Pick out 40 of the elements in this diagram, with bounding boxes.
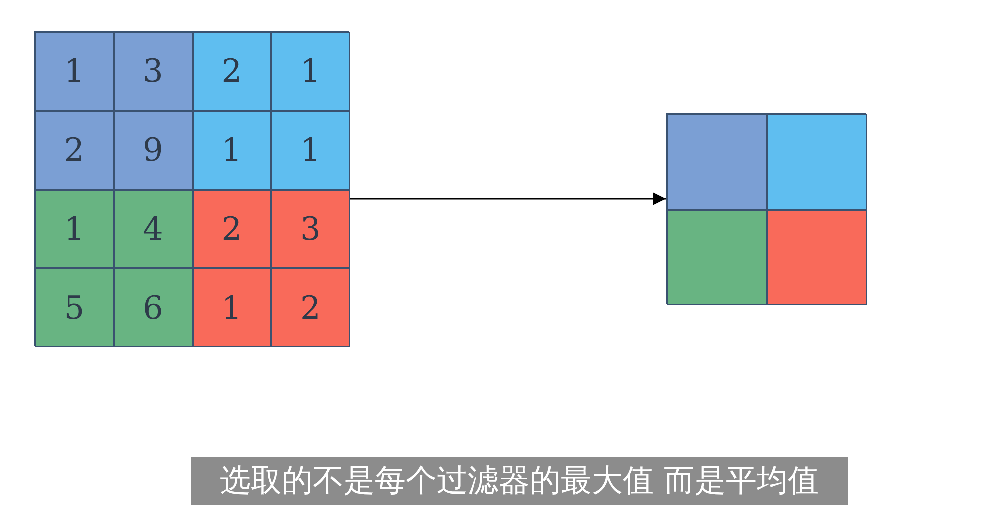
cell-number: 3 [300, 210, 321, 248]
grid-cell [271, 190, 350, 268]
grid-cell [271, 110, 350, 190]
cell-number: 5 [64, 288, 85, 327]
grid-cell [35, 268, 114, 347]
grid-cell [192, 190, 272, 268]
grid-cell [35, 110, 114, 190]
cell-number: 1 [64, 52, 85, 90]
grid-cell [271, 268, 350, 347]
cell-number: 3 [142, 52, 164, 90]
grid-cell [114, 110, 192, 190]
cell-number: 6 [142, 288, 164, 327]
grid-cell [767, 114, 867, 210]
cell-number: 2 [222, 52, 242, 90]
cell-number: 2 [64, 131, 85, 170]
grid-cell [192, 110, 272, 190]
grid-cell [35, 32, 114, 111]
input-grid [34, 31, 349, 346]
cell-number: 1 [300, 131, 321, 170]
cell-number: 1 [300, 52, 321, 90]
grid-cell [667, 210, 767, 305]
grid-cell [192, 32, 272, 111]
grid-cell [271, 32, 350, 111]
cell-number: 1 [222, 288, 242, 327]
grid-cell [114, 32, 192, 111]
subtitle-text: 选取的不是每个过滤器的最大值 而是平均值 [220, 462, 819, 501]
cell-number: 4 [142, 210, 164, 248]
grid-cell [667, 114, 767, 210]
cell-number: 1 [64, 210, 85, 248]
grid-cell [114, 268, 192, 347]
cell-number: 2 [300, 288, 321, 327]
cell-number: 9 [142, 131, 164, 170]
output-grid [666, 113, 866, 304]
cell-number: 1 [222, 131, 242, 170]
cell-number: 2 [222, 210, 242, 248]
grid-cell [35, 190, 114, 268]
grid-cell [114, 190, 192, 268]
grid-cell [192, 268, 272, 347]
arrow [349, 192, 666, 206]
grid-cell [767, 210, 867, 305]
